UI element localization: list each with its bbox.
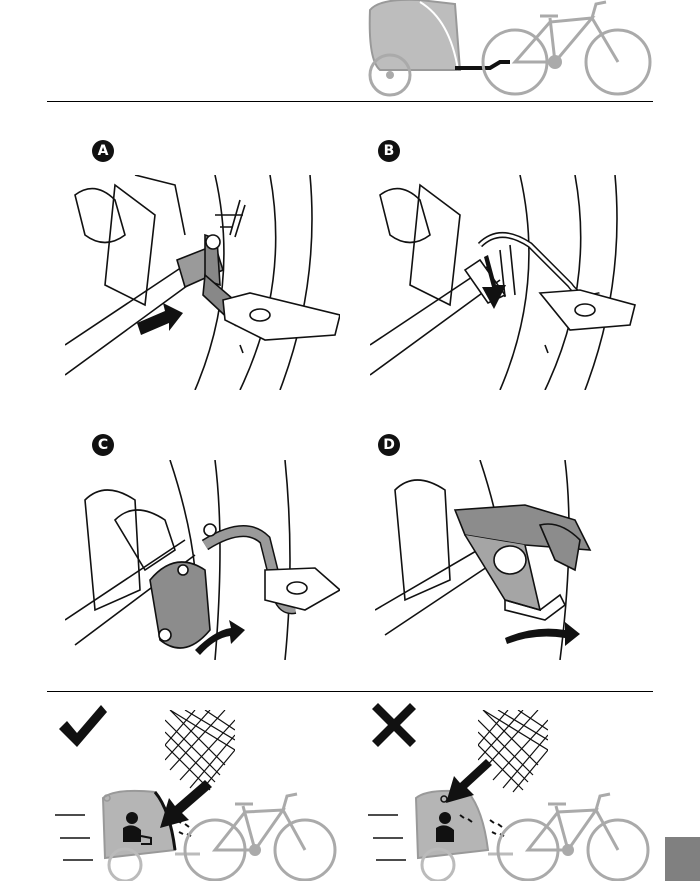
step-c-illustration bbox=[65, 460, 340, 660]
correct-trailer-scene bbox=[55, 770, 345, 881]
bottom-divider bbox=[47, 691, 653, 692]
header-trailer-bike-illustration bbox=[360, 0, 660, 100]
top-divider bbox=[47, 101, 653, 102]
wrong-trailer-scene bbox=[368, 755, 658, 881]
step-badge-a: A bbox=[92, 140, 114, 162]
check-icon bbox=[57, 703, 109, 748]
step-badge-d: D bbox=[378, 434, 400, 456]
step-b-illustration bbox=[370, 175, 645, 390]
step-badge-c: C bbox=[92, 434, 114, 456]
step-badge-b: B bbox=[378, 140, 400, 162]
cross-icon bbox=[370, 703, 418, 747]
step-a-illustration bbox=[65, 175, 340, 390]
step-d-illustration bbox=[375, 460, 650, 660]
page-edge-tab bbox=[665, 837, 700, 881]
